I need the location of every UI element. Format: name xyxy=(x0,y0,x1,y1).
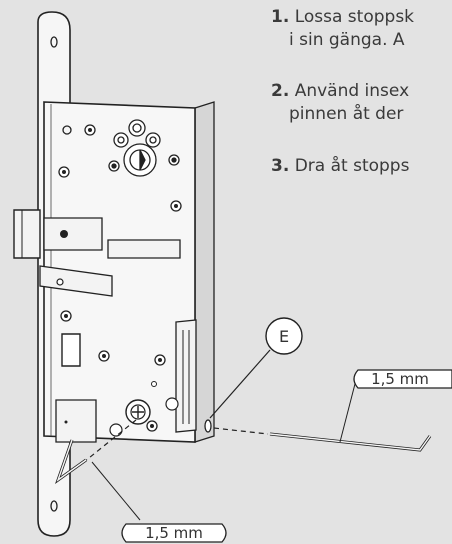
callout-E-label: E xyxy=(279,327,289,346)
instruction-step-3: 3. Dra åt stopps xyxy=(271,155,409,178)
fixing-hole xyxy=(62,125,72,135)
step-1-line-2: i sin gänga. A xyxy=(289,30,405,50)
step-2-line-1: Använd insex xyxy=(294,81,410,101)
instruction-step-1: 1. Lossa stoppsk i sin gänga. A xyxy=(271,6,414,52)
step-2-number: 2. xyxy=(271,81,290,101)
screw-hole-top xyxy=(50,36,58,48)
callout-E: E xyxy=(209,317,303,419)
latch-bolt xyxy=(13,209,41,259)
step-1-number: 1. xyxy=(271,7,290,27)
cylinder-cluster xyxy=(108,119,180,177)
key-size-right: 1,5 mm xyxy=(353,369,452,389)
side-screw-hole xyxy=(204,419,212,433)
step-3-number: 3. xyxy=(271,156,290,176)
hex-key-bottom xyxy=(55,419,141,521)
key-size-bottom: 1,5 mm xyxy=(121,523,227,543)
step-1-line-1: Lossa stoppsk xyxy=(294,7,415,27)
step-2-line-2: pinnen åt der xyxy=(289,104,404,124)
follower xyxy=(43,217,103,251)
instruction-step-2: 2. Använd insex pinnen åt der xyxy=(271,80,409,126)
key-size-bottom-label: 1,5 mm xyxy=(145,524,203,542)
hex-key-right xyxy=(213,379,432,452)
slot xyxy=(39,265,113,297)
screw-hole-bottom xyxy=(50,500,58,512)
slot xyxy=(107,239,181,259)
lower-block xyxy=(55,399,97,443)
lock-body-side xyxy=(194,101,215,443)
key-size-right-label: 1,5 mm xyxy=(371,370,429,388)
stop-plate xyxy=(175,319,197,433)
cutout xyxy=(61,333,81,367)
step-3-line-1: Dra åt stopps xyxy=(294,156,410,176)
